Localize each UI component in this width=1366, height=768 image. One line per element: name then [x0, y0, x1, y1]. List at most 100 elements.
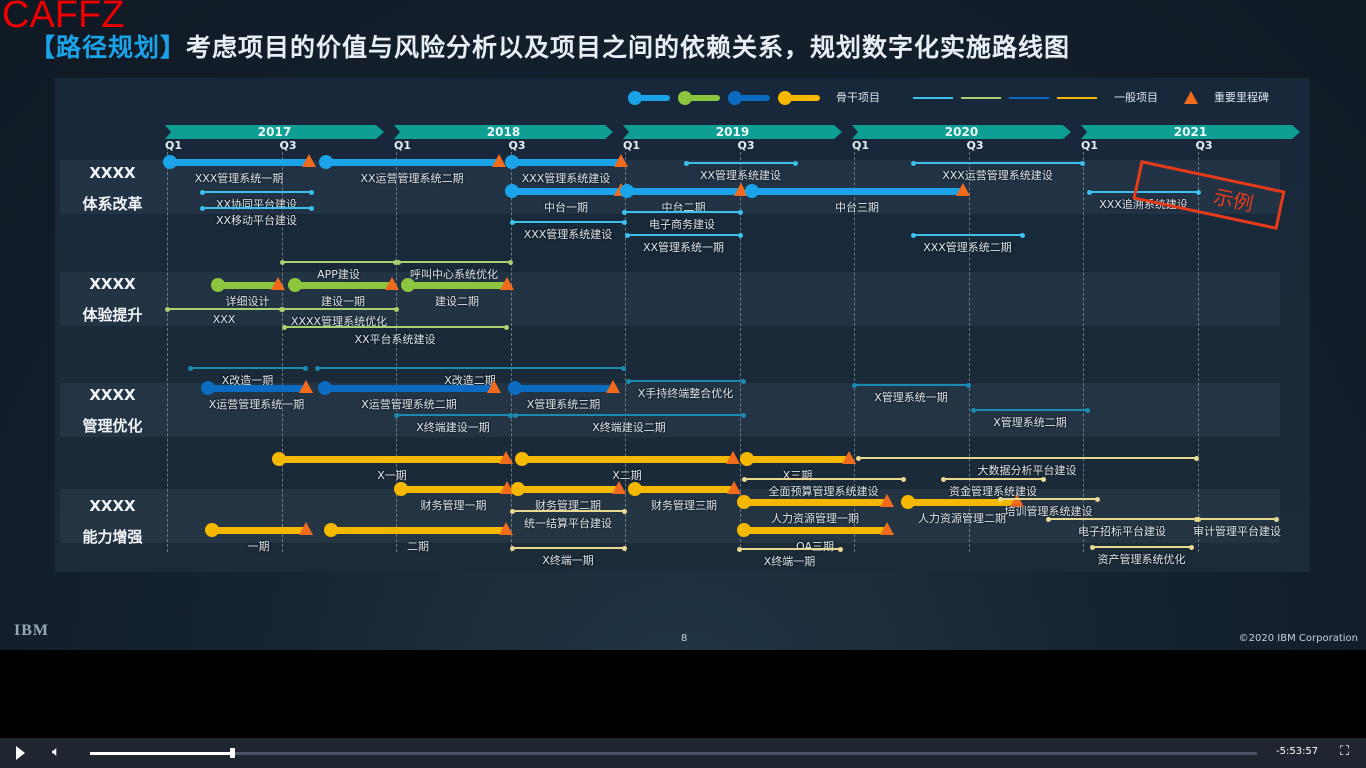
minor-project-bar: [512, 547, 624, 549]
gridline: [1083, 142, 1084, 552]
project-label: XXX管理系统二期: [923, 241, 1012, 254]
category-name: 管理优化: [82, 417, 143, 435]
start-dot: [515, 452, 529, 466]
project-label: XXX追溯系统建设: [1099, 198, 1188, 211]
end-dot: [394, 413, 399, 418]
minor-project-bar: [398, 261, 510, 263]
project-label: XX平台系统建设: [354, 333, 436, 346]
milestone-icon: [492, 154, 506, 167]
milestone-icon: [500, 481, 514, 494]
legend-minor-swatch: [913, 97, 953, 99]
major-project-bar: [331, 527, 505, 534]
end-dot: [1046, 517, 1051, 522]
end-dot: [738, 233, 743, 238]
end-dot: [394, 307, 399, 312]
end-dot: [998, 497, 1003, 502]
start-dot: [318, 381, 332, 395]
year-header: 2021: [1081, 125, 1300, 139]
minor-project-bar: [282, 261, 395, 263]
legend-major-dot: [728, 91, 742, 105]
project-label: 建设二期: [435, 295, 479, 308]
major-project-bar: [326, 159, 498, 166]
project-label: 中台二期: [661, 201, 706, 214]
minor-project-bar: [282, 308, 396, 310]
quarter-label: Q1: [852, 139, 870, 152]
volume-icon[interactable]: 🔈︎: [52, 744, 61, 760]
project-label: 统一结算平台建设: [524, 517, 612, 530]
end-dot: [510, 546, 515, 551]
project-label: 培训管理系统建设: [1004, 505, 1093, 518]
title-tag: 【路径规划】: [30, 33, 187, 62]
end-dot: [793, 161, 798, 166]
play-icon[interactable]: [16, 746, 25, 760]
end-dot: [737, 547, 742, 552]
minor-project-bar: [744, 478, 903, 480]
legend-major-label: 骨干项目: [836, 91, 880, 104]
end-dot: [508, 413, 513, 418]
start-dot: [508, 381, 522, 395]
end-dot: [1087, 190, 1092, 195]
end-dot: [396, 260, 401, 265]
minor-project-bar: [858, 457, 1196, 459]
end-dot: [282, 325, 287, 330]
minor-project-bar: [913, 234, 1022, 236]
start-dot: [205, 523, 219, 537]
major-project-bar: [752, 188, 962, 195]
project-label: X终端一期: [542, 554, 594, 567]
end-dot: [1080, 161, 1085, 166]
start-dot: [394, 482, 408, 496]
minor-project-bar: [317, 367, 623, 369]
legend-major-dot: [778, 91, 792, 105]
milestone-icon: [500, 277, 514, 290]
start-dot: [324, 523, 338, 537]
project-label: XXXX管理系统优化: [290, 315, 388, 328]
minor-project-bar: [686, 162, 795, 164]
milestone-icon: [487, 380, 501, 393]
project-label: XXX管理系统建设: [521, 172, 611, 185]
seek-thumb[interactable]: [230, 748, 236, 758]
major-project-bar: [747, 456, 848, 463]
start-dot: [901, 495, 915, 509]
title-text: 考虑项目的价值与风险分析以及项目之间的依赖关系，规划数字化实施路线图: [186, 33, 1071, 62]
project-label: XX运营管理系统二期: [360, 172, 464, 185]
end-dot: [741, 413, 746, 418]
project-label: 一期: [247, 540, 270, 553]
legend-minor-label: 一般项目: [1114, 91, 1158, 104]
start-dot: [745, 184, 759, 198]
project-label: XX移动平台建设: [215, 214, 298, 227]
row-band: [60, 160, 1280, 214]
legend-major-swatch: [734, 95, 770, 101]
end-dot: [508, 260, 513, 265]
legend-major-dot: [678, 91, 692, 105]
end-dot: [741, 379, 746, 384]
milestone-icon: [299, 522, 313, 535]
start-dot: [505, 184, 519, 198]
project-label: X三期: [782, 469, 813, 482]
major-project-bar: [279, 456, 505, 463]
project-label: XXX运营管理系统建设: [942, 169, 1053, 182]
milestone-icon: [956, 183, 970, 196]
major-project-bar: [218, 282, 277, 289]
quarter-label: Q3: [966, 139, 984, 152]
end-dot: [1085, 408, 1090, 413]
end-dot: [200, 190, 205, 195]
seek-bar[interactable]: [90, 748, 1257, 758]
start-dot: [740, 452, 754, 466]
end-dot: [622, 220, 627, 225]
minor-project-bar: [1198, 518, 1276, 520]
fullscreen-icon[interactable]: ⛶: [1340, 744, 1350, 759]
legend-major-swatch: [684, 95, 720, 101]
major-project-bar: [744, 527, 886, 534]
end-dot: [838, 547, 843, 552]
project-label: XXX: [212, 313, 236, 326]
end-dot: [901, 477, 906, 482]
start-dot: [211, 278, 225, 292]
minor-project-bar: [943, 478, 1043, 480]
seek-progress: [90, 752, 233, 755]
quarter-label: Q3: [279, 139, 297, 152]
project-label: 二期: [407, 540, 429, 553]
end-dot: [1020, 233, 1025, 238]
